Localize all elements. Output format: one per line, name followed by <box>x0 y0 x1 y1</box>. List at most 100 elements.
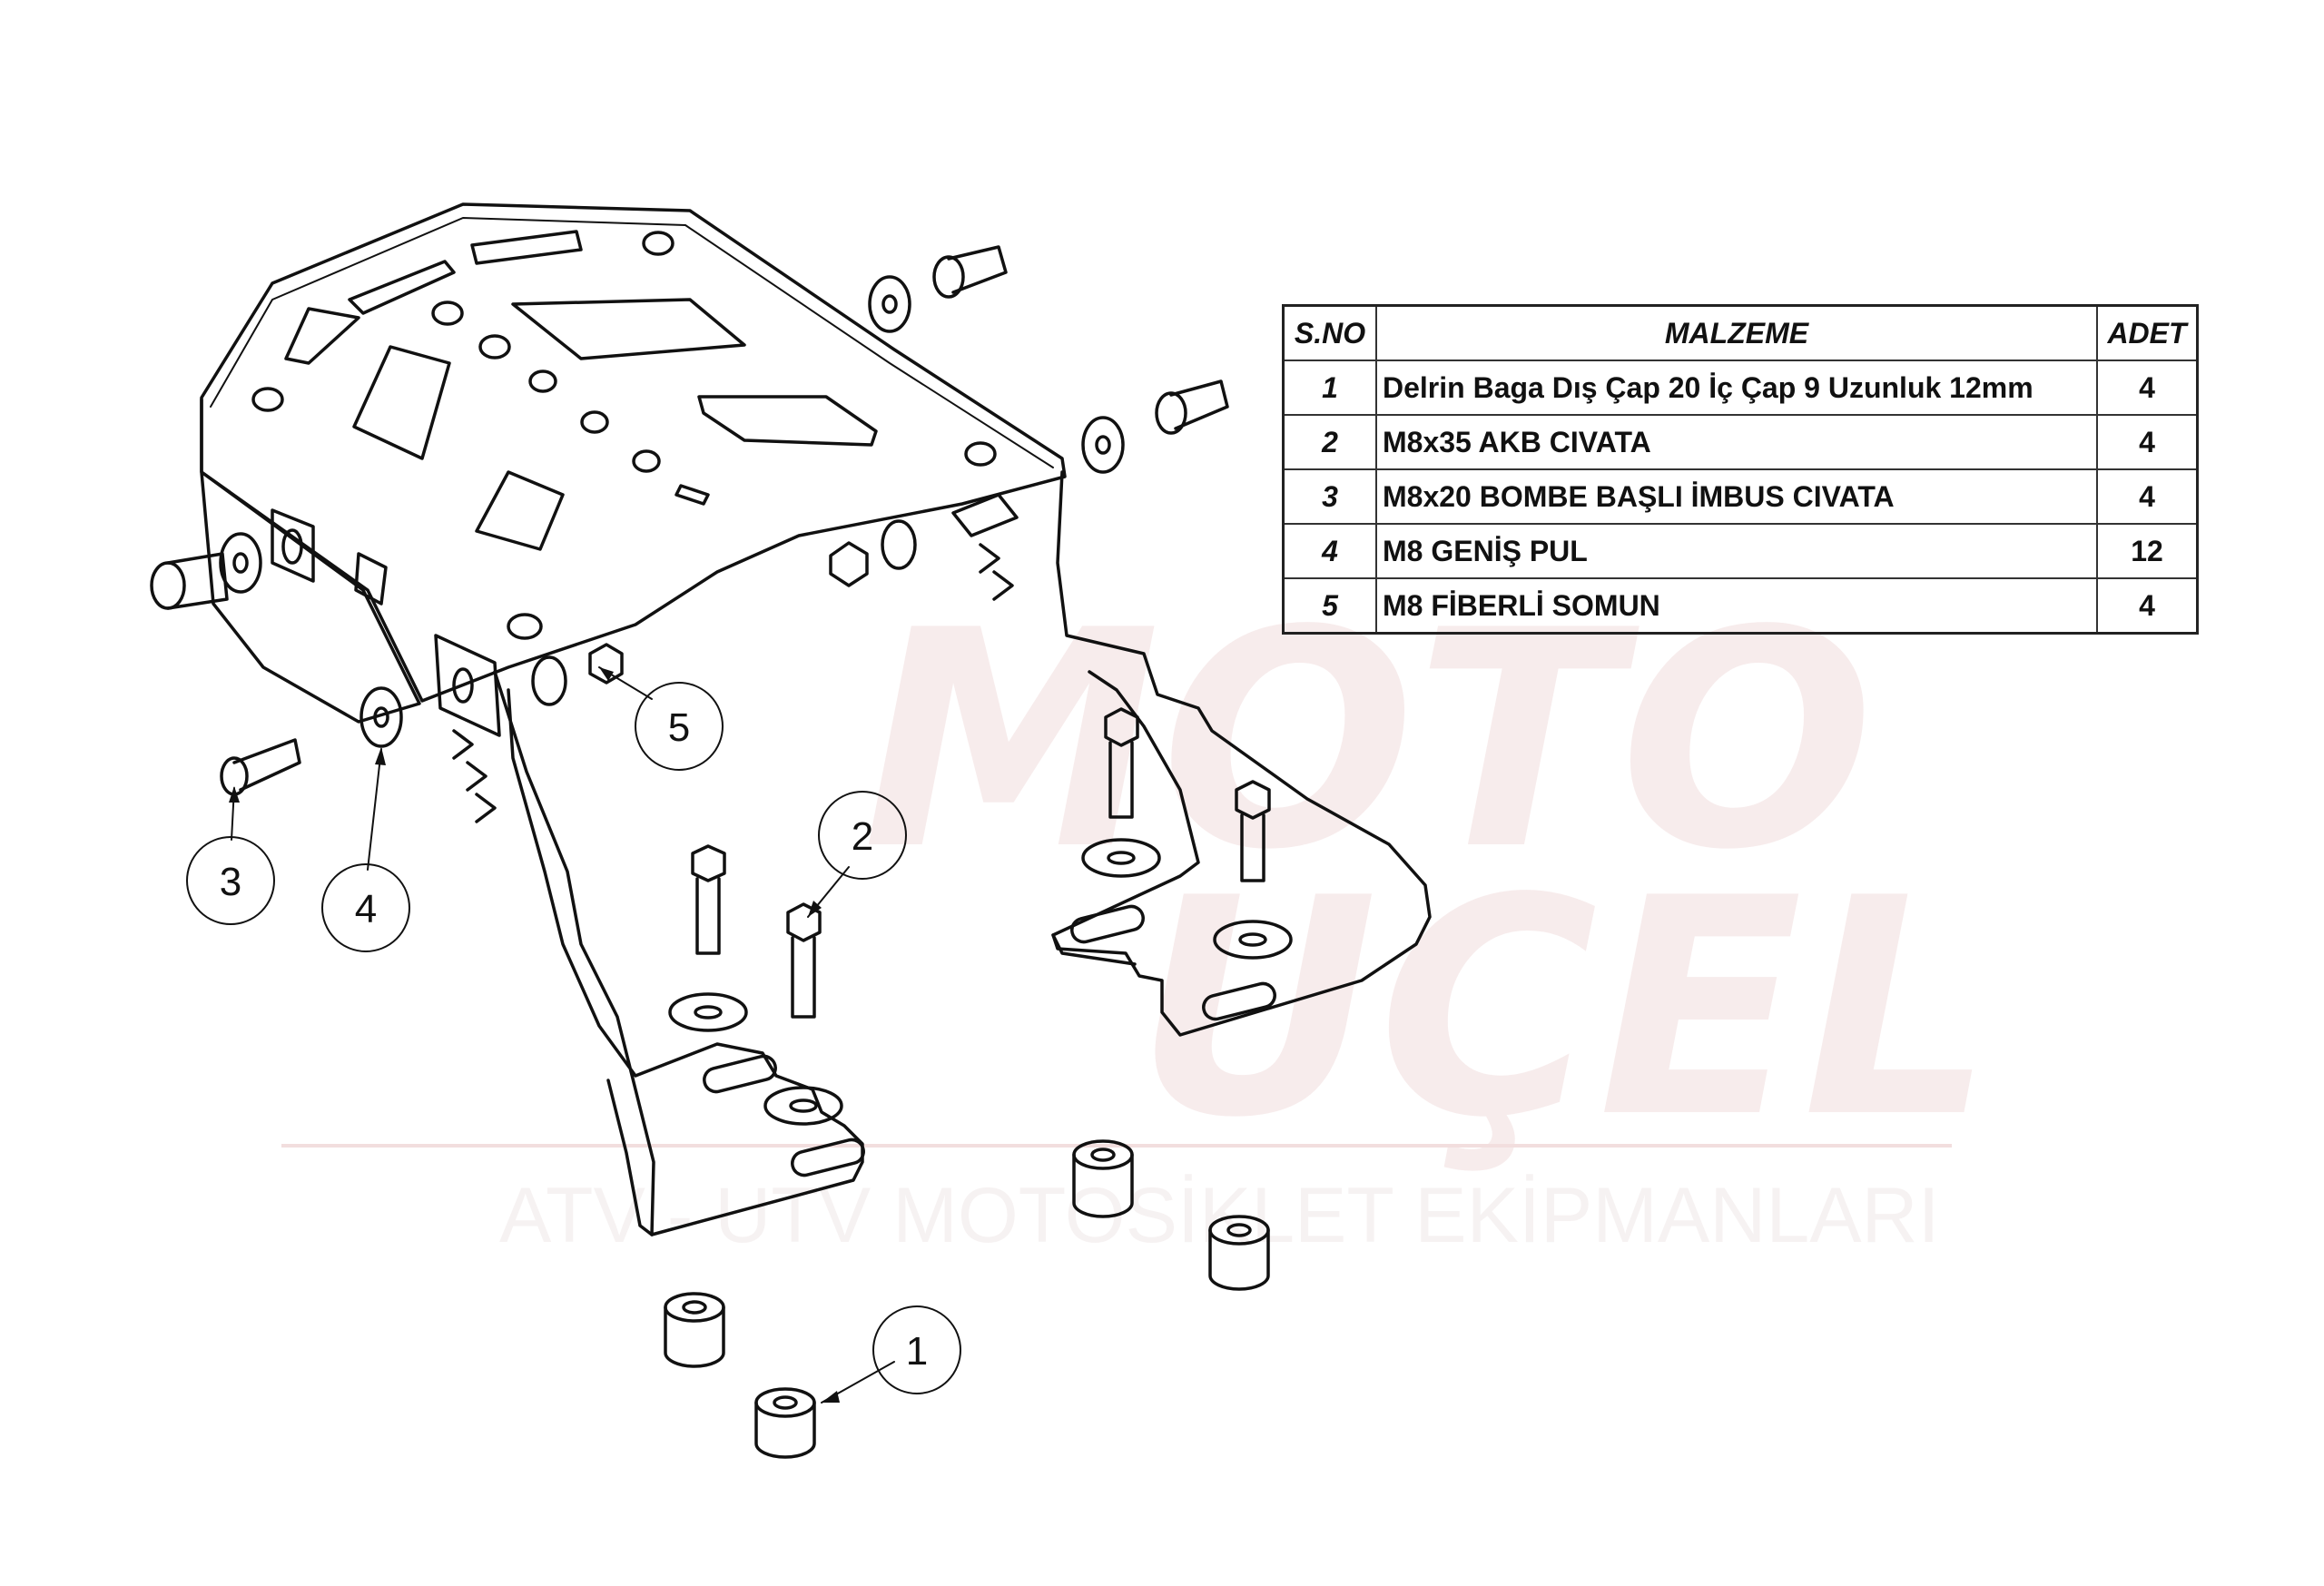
bom-header-no: S.NO <box>1282 304 1377 361</box>
callout-bubble-3 <box>186 836 275 925</box>
delrin-spacer <box>754 1387 816 1459</box>
bom-cell-no: 5 <box>1282 577 1377 635</box>
leg-slot <box>1070 904 1145 944</box>
rack-slot <box>352 345 451 460</box>
bracket-tab <box>434 634 501 737</box>
rack-slot <box>348 260 456 315</box>
hex-bolt <box>668 844 748 1032</box>
bom-cell-no: 4 <box>1282 523 1377 579</box>
rack-hole <box>642 231 675 256</box>
rack-hole <box>478 334 511 360</box>
button-head-bolt <box>868 245 1008 333</box>
bracket-arrow <box>979 543 1000 574</box>
bracket-arrow <box>466 761 487 792</box>
bom-cell-material: M8 FİBERLİ SOMUN <box>1375 577 2098 635</box>
delrin-spacer <box>664 1292 725 1368</box>
bom-header-material: MALZEME <box>1375 304 2098 361</box>
bom-cell-qty: 4 <box>2096 468 2199 525</box>
table-row: 4 M8 GENİŞ PUL 12 <box>1282 523 2199 579</box>
bill-of-materials-table: S.NO MALZEME ADET 1 Delrin Baga Dış Çap … <box>1282 304 2199 635</box>
hex-bolt <box>1213 780 1293 960</box>
watermark-tagline: ATV - UTV MOTOSİKLET EKİPMANLARI <box>499 1172 1940 1259</box>
washer <box>1081 838 1161 878</box>
leader-4 <box>367 748 382 871</box>
washer <box>531 655 567 706</box>
callout-numbers: 1 2 3 4 5 <box>220 705 928 1374</box>
delrin-spacer <box>1208 1215 1270 1291</box>
washer <box>881 519 917 570</box>
bom-cell-no: 1 <box>1282 360 1377 416</box>
callout-number-4: 4 <box>355 887 377 931</box>
bom-cell-material: M8 GENİŞ PUL <box>1375 523 2098 579</box>
callout-leaders <box>231 666 895 1404</box>
leg-slot <box>703 1054 777 1094</box>
rack-slot <box>470 230 583 265</box>
bom-header-qty: ADET <box>2096 304 2199 361</box>
bom-cell-qty: 4 <box>2096 414 2199 470</box>
button-head-bolt <box>150 532 262 610</box>
bom-cell-qty: 4 <box>2096 360 2199 416</box>
callout-number-2: 2 <box>852 814 873 859</box>
bracket-hole <box>452 667 474 704</box>
rack-slot <box>284 307 360 365</box>
rack-hole <box>431 300 464 326</box>
washer <box>763 1086 843 1126</box>
rack-slot <box>675 484 710 506</box>
bracket-tab <box>354 552 388 606</box>
right-mounting-leg <box>951 470 1432 1037</box>
callout-bubble-5 <box>635 682 724 771</box>
leg-slot <box>1202 981 1276 1021</box>
table-row: 1 Delrin Baga Dış Çap 20 İç Çap 9 Uzunlu… <box>1282 360 2199 416</box>
callout-number-1: 1 <box>906 1329 928 1374</box>
fiber-nut <box>588 541 869 685</box>
delrin-spacer <box>1072 1139 1134 1218</box>
rack-top-plate <box>200 202 1067 703</box>
bracket-tab <box>271 508 315 583</box>
bracket-hole <box>281 528 303 565</box>
rack-slot <box>475 470 565 551</box>
bracket-tab <box>951 493 1019 537</box>
callout-bubble-2 <box>818 791 907 880</box>
rack-slot <box>511 298 746 360</box>
bracket-arrow <box>452 729 474 760</box>
rack-hole <box>964 441 997 467</box>
rack-hole <box>528 369 557 393</box>
bom-cell-material: M8x20 BOMBE BAŞLI İMBUS CIVATA <box>1375 468 2098 525</box>
rack-hole <box>507 613 543 640</box>
table-row: 2 M8x35 AKB CIVATA 4 <box>1282 414 2199 470</box>
washer <box>219 532 262 594</box>
bom-cell-qty: 12 <box>2096 523 2199 579</box>
bom-cell-material: Delrin Baga Dış Çap 20 İç Çap 9 Uzunluk … <box>1375 360 2098 416</box>
bom-cell-qty: 4 <box>2096 577 2199 635</box>
washer <box>359 686 403 748</box>
hex-bolt <box>1081 707 1161 878</box>
leg-slot <box>791 1138 865 1177</box>
bom-cell-no: 3 <box>1282 468 1377 525</box>
washer <box>668 992 748 1032</box>
bom-cell-no: 2 <box>1282 414 1377 470</box>
table-row: 3 M8x20 BOMBE BAŞLI İMBUS CIVATA 4 <box>1282 468 2199 525</box>
watermark-brand-bottom: UÇEL <box>1135 834 1994 1183</box>
hex-bolt <box>763 902 843 1126</box>
washer <box>868 275 911 333</box>
rack-hole <box>632 449 661 473</box>
table-row: 5 M8 FİBERLİ SOMUN 4 <box>1282 577 2199 635</box>
washer <box>1081 416 1125 474</box>
button-head-bolt <box>220 738 301 796</box>
rack-slot <box>697 395 878 447</box>
bracket-arrow <box>992 570 1014 601</box>
rack-hole <box>580 410 609 434</box>
left-side-bracket <box>200 398 501 823</box>
button-head-bolt <box>1081 379 1229 474</box>
callout-number-3: 3 <box>220 860 241 904</box>
washer <box>1213 920 1293 960</box>
callout-number-5: 5 <box>668 705 690 750</box>
bracket-arrow <box>475 793 497 823</box>
bom-cell-material: M8x35 AKB CIVATA <box>1375 414 2098 470</box>
left-mounting-leg <box>493 670 865 1236</box>
callout-bubble-1 <box>872 1305 961 1394</box>
rack-hole <box>251 387 284 412</box>
watermark: MOTO UÇEL ATV - UTV MOTOSİKLET EKİPMANLA… <box>281 566 1994 1259</box>
